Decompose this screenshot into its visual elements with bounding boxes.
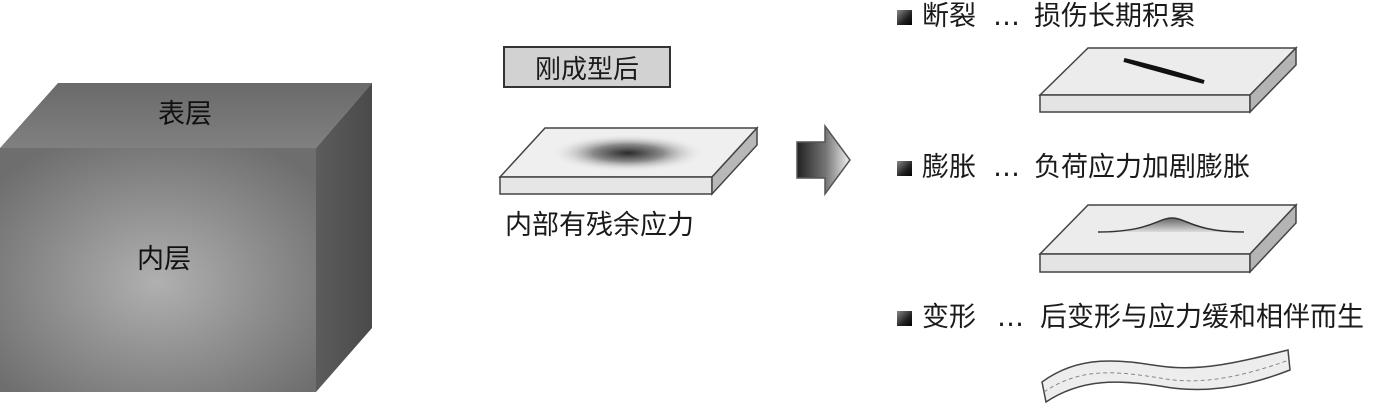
surface-layer-label: 表层 [158,99,212,130]
result-description: 损伤长期积累 [1034,1,1196,32]
square-bullet-icon [897,10,912,25]
cube-top-face [0,83,372,148]
result-separator: … [993,152,1020,183]
stress-slab [498,126,759,196]
result-separator: … [997,302,1024,333]
inner-layer-label: 内层 [137,244,191,275]
result-separator: … [993,1,1020,32]
stage-title: 刚成型后 [534,54,639,85]
cube-side-face [316,83,372,392]
result-description: 负荷应力加剧膨胀 [1034,152,1250,183]
result-term: 膨胀 [922,152,976,183]
cube [0,83,372,392]
stage-title-box: 刚成型后 [503,46,671,88]
swelling-slab [1038,203,1298,274]
crack-line [1123,58,1205,84]
fracture-slab [1038,46,1298,114]
result-term: 变形 [922,302,976,333]
transition-arrow [796,123,851,197]
deformed-strip [1041,349,1291,404]
square-bullet-icon [897,161,912,176]
result-term: 断裂 [922,1,976,32]
stage-caption: 内部有残余应力 [505,210,694,241]
cube-front-face [0,148,316,392]
square-bullet-icon [897,311,912,326]
result-description: 后变形与应力缓和相伴而生 [1040,302,1364,333]
